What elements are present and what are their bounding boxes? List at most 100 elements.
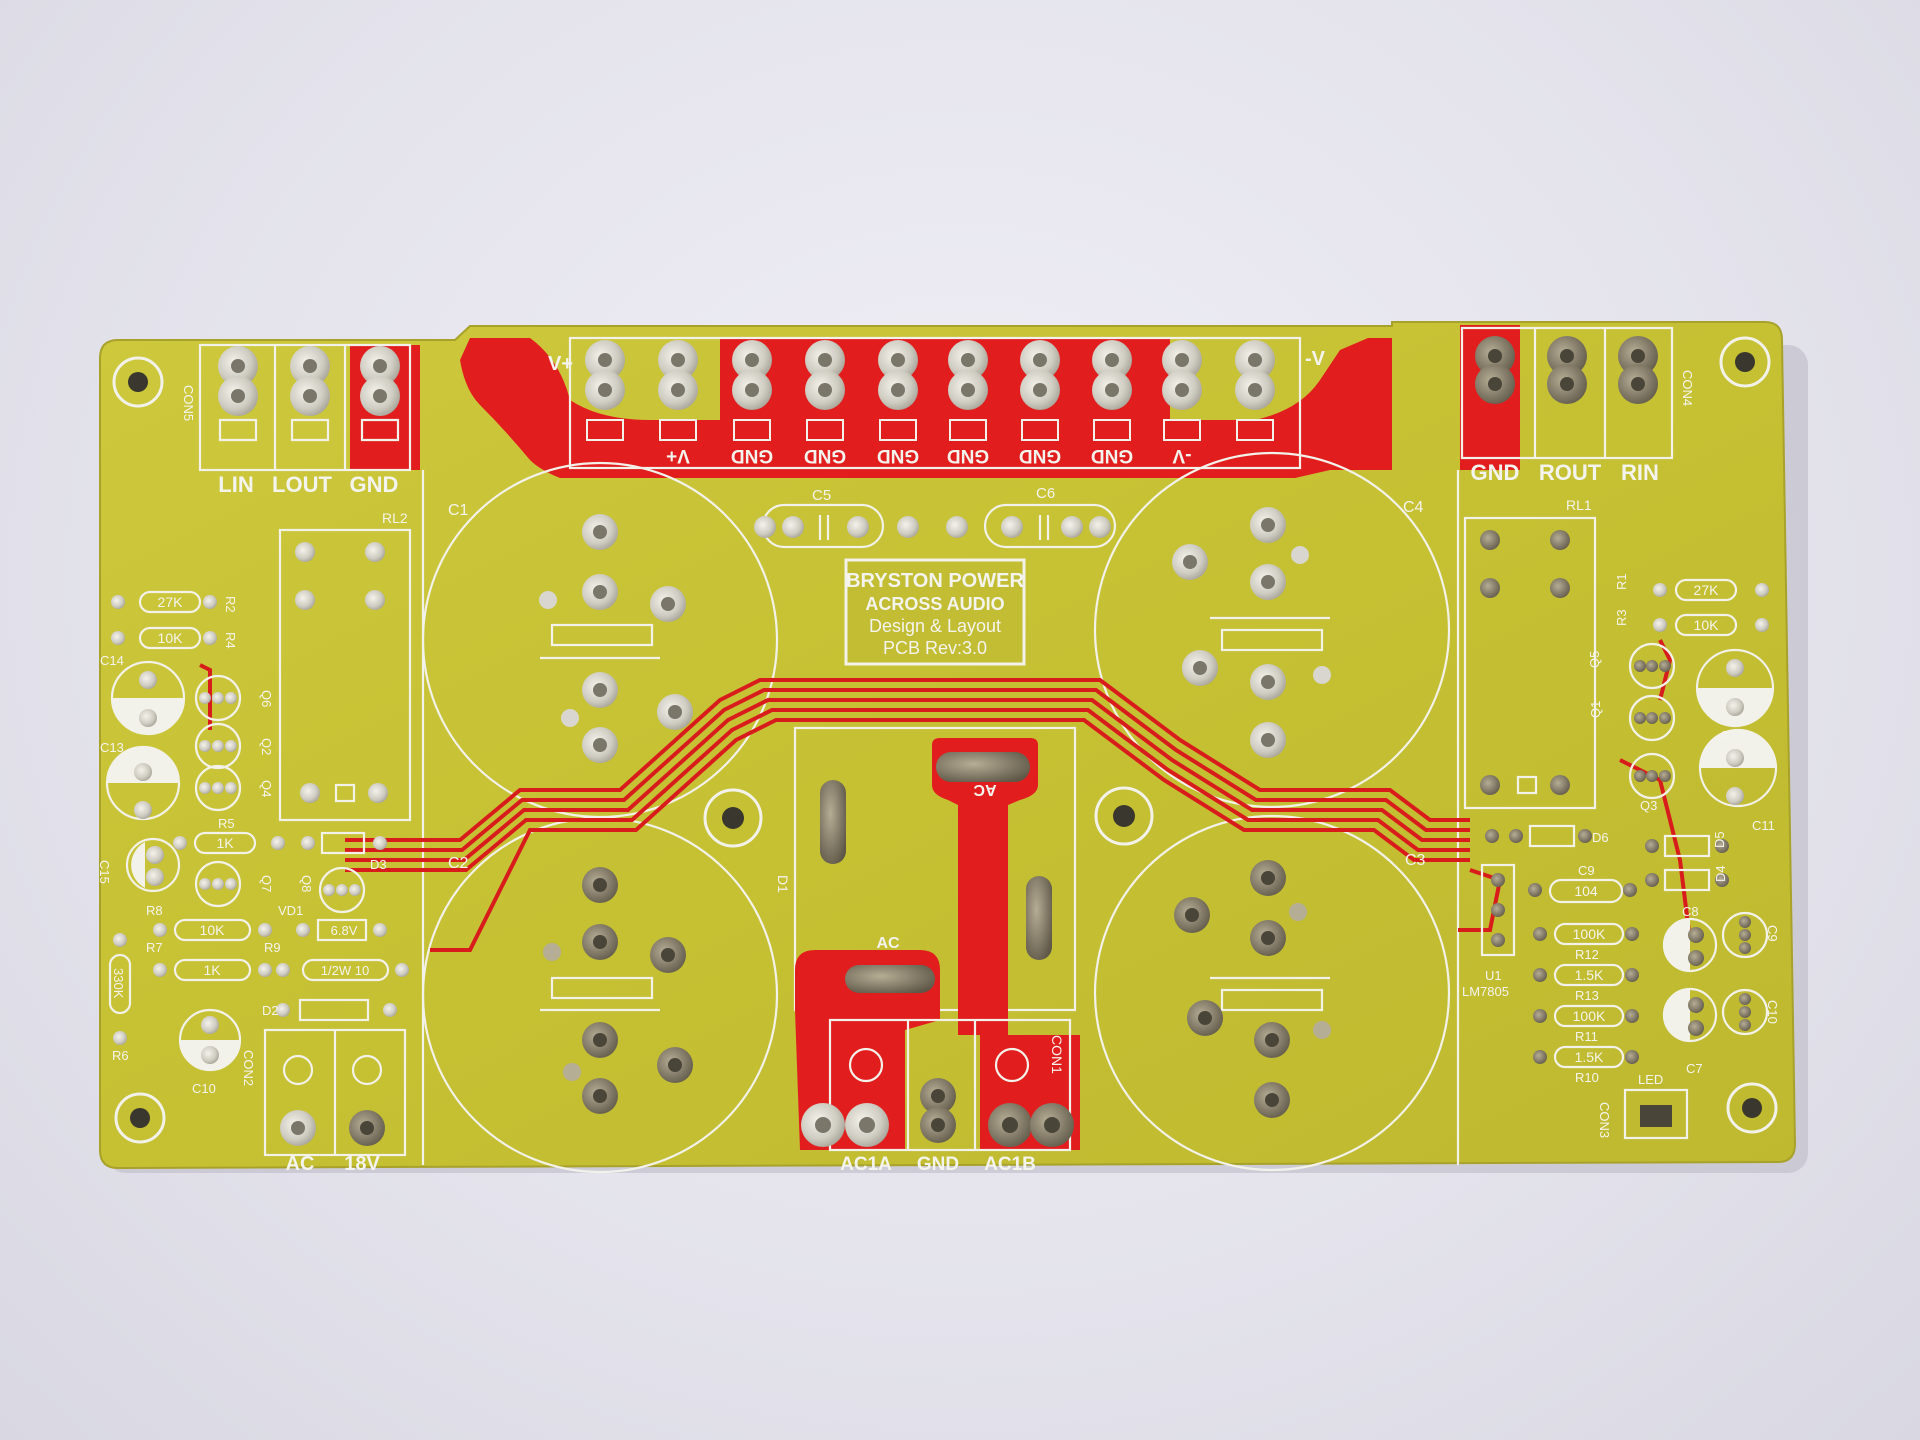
label-q6: Q6 [259, 690, 274, 707]
terminal-pad-hole [745, 383, 759, 397]
label-r10-value: 1.5K [1575, 1049, 1604, 1065]
bridge-pad [1026, 876, 1052, 960]
mounting-holes [112, 336, 1778, 1144]
capacitor-c4 [1093, 451, 1451, 809]
label-q7: Q7 [259, 875, 274, 892]
label-r10: R10 [1575, 1070, 1599, 1085]
label-d6: D6 [1592, 830, 1609, 845]
label-r13: R13 [1575, 988, 1599, 1003]
label-c5: C5 [812, 487, 831, 504]
label-ac1a: AC1A [840, 1154, 892, 1175]
label-rl2: RL2 [382, 510, 408, 526]
con2-terminal [263, 1028, 407, 1157]
power-copper-pour [460, 338, 1392, 478]
label-c15: C15 [97, 860, 112, 884]
label-rin: RIN [1621, 460, 1659, 485]
label-c10: C10 [192, 1081, 216, 1096]
label-r9: R9 [264, 940, 281, 955]
label-lin: LIN [218, 472, 253, 497]
con1-terminal [801, 1018, 1074, 1152]
label-c4: C4 [1403, 499, 1424, 516]
terminal-outline [806, 419, 844, 441]
label-c9b: C9 [1765, 925, 1780, 942]
terminal-outline [586, 419, 624, 441]
label-c1: C1 [448, 502, 469, 519]
label-r4-value: 10K [158, 630, 184, 646]
label-c3: C3 [1405, 852, 1426, 869]
terminal-pad-hole [961, 353, 975, 367]
bridge-pad [820, 780, 846, 864]
label-c7: C7 [1686, 1061, 1703, 1076]
label-q2: Q2 [259, 738, 274, 755]
logo-line-1: BRYSTON POWER [846, 570, 1024, 592]
label-con4: CON4 [1680, 370, 1695, 406]
label-terminal-6: GND [1091, 445, 1133, 466]
label-q4: Q4 [259, 780, 274, 797]
label-c9-value: 104 [1574, 883, 1598, 899]
label-r2: R2 [223, 596, 238, 613]
label-r3: R3 [1614, 609, 1629, 626]
label-vminus-side: -V [1305, 348, 1326, 370]
label-d5: D5 [1712, 831, 1727, 848]
via-pad [897, 516, 919, 538]
label-d2: D2 [262, 1003, 279, 1018]
terminal-pad-hole [671, 383, 685, 397]
capacitor-c1 [421, 461, 779, 819]
label-q8: Q8 [299, 875, 314, 892]
label-con5: CON5 [181, 385, 196, 421]
logo-box [844, 558, 1026, 666]
terminal-pad-hole [1105, 383, 1119, 397]
label-r3-value: 10K [1694, 617, 1720, 633]
terminal-pad-hole [818, 383, 832, 397]
label-gnd-left: GND [350, 472, 399, 497]
label-r5-value: 1K [216, 835, 234, 851]
label-18v: 18V [344, 1153, 380, 1175]
label-terminal-7: -V [1172, 445, 1191, 466]
label-c11: C11 [1752, 818, 1775, 833]
terminal-outline [733, 419, 771, 441]
label-rout: ROUT [1539, 460, 1602, 485]
label-ac1b: AC1B [984, 1154, 1036, 1175]
ac-pad-top [936, 752, 1030, 782]
terminal-outline [879, 419, 917, 441]
label-r1-value: 27K [1694, 582, 1720, 598]
terminal-pad-hole [598, 383, 612, 397]
label-rl1: RL1 [1566, 497, 1592, 513]
terminal-pad-hole [1105, 353, 1119, 367]
label-vd1-value: 6.8V [331, 923, 358, 938]
label-d3: D3 [370, 857, 387, 872]
via-pad [946, 516, 968, 538]
terminal-pad-hole [891, 353, 905, 367]
terminal-pad-hole [1033, 383, 1047, 397]
capacitor-c6 [983, 503, 1117, 549]
label-q3: Q3 [1640, 798, 1657, 813]
label-c8: C8 [1682, 904, 1699, 919]
label-q5: Q5 [1587, 651, 1602, 668]
terminal-pad-hole [1248, 383, 1262, 397]
label-con2: CON2 [241, 1050, 256, 1086]
label-vplus-side: V+ [548, 353, 573, 375]
label-gnd-bottom: GND [917, 1154, 959, 1175]
label-terminal-4: GND [947, 445, 989, 466]
right-small-components [1480, 578, 1778, 1140]
label-r6: R6 [112, 1048, 129, 1063]
terminal-outline [1093, 419, 1131, 441]
label-r7-value: 10K [200, 922, 226, 938]
terminal-pad-hole [598, 353, 612, 367]
label-r5: R5 [218, 816, 235, 831]
label-r6-value: 330K [111, 968, 126, 999]
terminal-pad-hole [961, 383, 975, 397]
label-r12-value: 100K [1573, 926, 1606, 942]
label-con1: CON1 [1049, 1035, 1065, 1074]
label-q1: Q1 [1588, 701, 1603, 718]
label-terminal-2: GND [804, 445, 846, 466]
label-r7: R7 [146, 940, 163, 955]
label-lm7805: LM7805 [1462, 984, 1509, 999]
label-ac-trace: AC [973, 781, 997, 798]
label-terminal-0: V+ [666, 445, 690, 466]
terminal-outline [1021, 419, 1059, 441]
label-r2-value: 27K [158, 594, 184, 610]
label-r8: R8 [146, 903, 163, 918]
